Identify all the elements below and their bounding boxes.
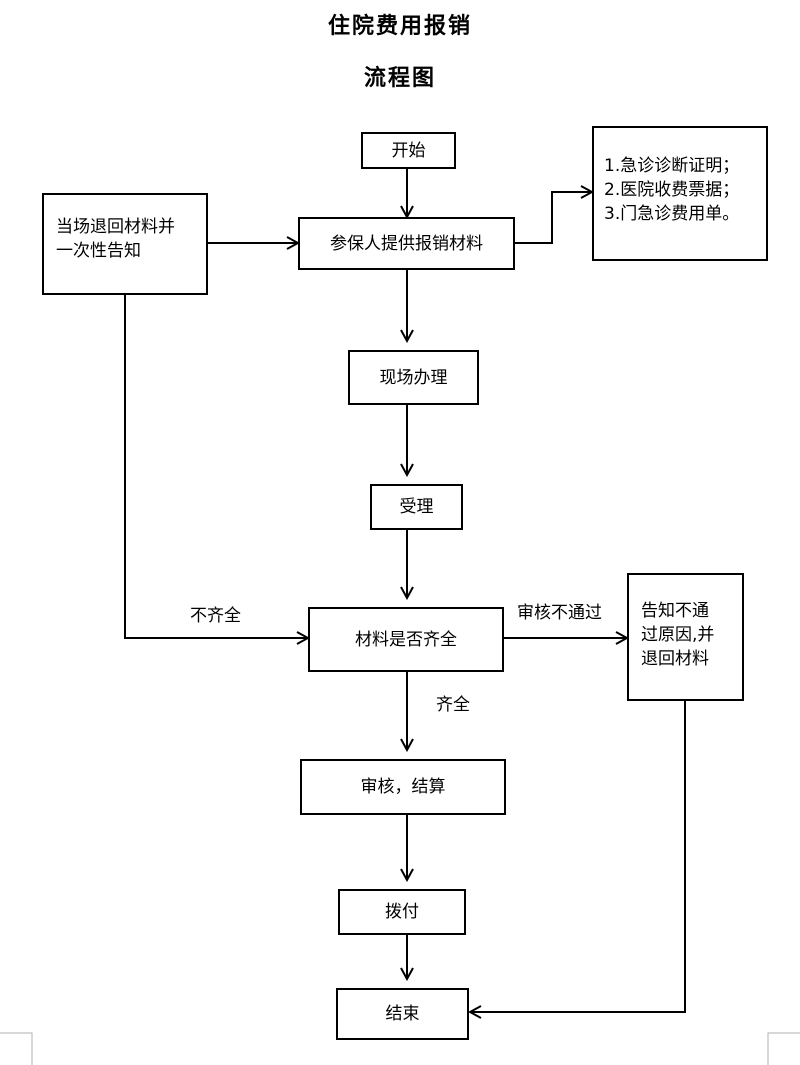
return-notice-line-1: 当场退回材料并 [56,217,175,237]
node-materials-list: 1.急诊诊断证明； 2.医院收费票据； 3.门急诊费用单。 [592,126,768,261]
reject-notice-line-3: 退回材料 [641,649,709,669]
arrow-reject-to-end [470,701,686,1012]
node-end: 结束 [336,988,469,1040]
page-corner-mark-left [0,1032,33,1065]
node-accept: 受理 [370,484,463,530]
reject-notice-line-1: 告知不通 [641,601,709,621]
arrow-submit-to-list [515,192,592,244]
materials-item-2: 2.医院收费票据； [604,180,740,200]
node-return-notice: 当场退回材料并 一次性告知 [42,193,208,295]
materials-item-1: 1.急诊诊断证明； [604,156,740,176]
materials-item-3: 3.门急诊费用单。 [604,204,740,224]
return-notice-line-2: 一次性告知 [56,241,141,261]
arrow-incomplete [124,295,308,638]
label-audit-fail: 审核不通过 [517,603,602,623]
label-complete: 齐全 [436,695,470,715]
node-reject-notice: 告知不通 过原因,并 退回材料 [627,573,744,701]
node-check: 材料是否齐全 [308,607,504,672]
page-corner-mark-right [767,1032,800,1065]
node-submit: 参保人提供报销材料 [298,217,515,270]
diagram-subtitle: 流程图 [363,65,436,91]
node-start: 开始 [361,132,456,169]
node-pay: 拨付 [338,889,466,935]
node-audit: 审核，结算 [300,759,506,815]
node-onsite: 现场办理 [348,350,479,405]
diagram-title: 住院费用报销 [327,13,472,39]
label-incomplete: 不齐全 [190,606,241,626]
reject-notice-line-2: 过原因,并 [641,625,715,645]
